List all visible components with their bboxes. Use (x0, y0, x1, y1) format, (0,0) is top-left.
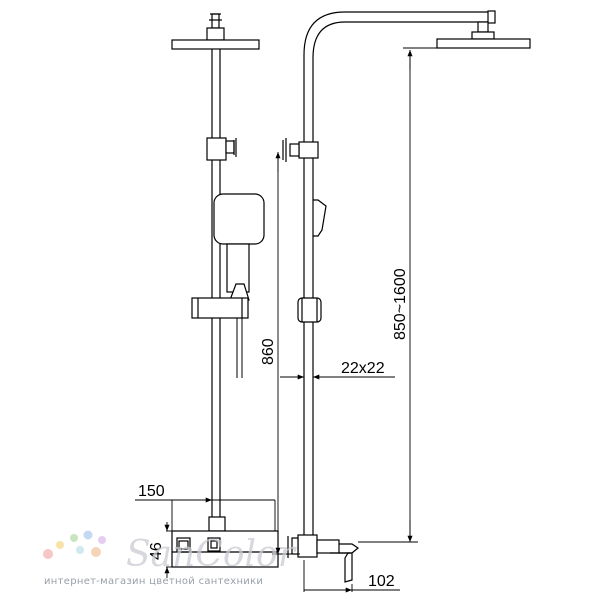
watermark-dot (83, 530, 93, 540)
dim-46-label: 46 (148, 542, 165, 560)
watermark-dot (76, 546, 84, 554)
dim-150-label: 150 (138, 483, 165, 500)
watermark-dot (43, 549, 53, 559)
front-rain-head (171, 13, 260, 50)
side-rain-head (436, 21, 531, 49)
front-hose (236, 318, 243, 378)
watermark-color-dots (43, 530, 106, 559)
side-view (282, 10, 531, 583)
dim-22x22-label: 22x22 (341, 360, 385, 377)
watermark-dot (98, 536, 106, 544)
watermark: SanColor интернет-магазин цветной сантех… (43, 530, 297, 587)
side-slide-holder (297, 297, 322, 323)
watermark-logo-text: SanColor (126, 534, 297, 575)
watermark-dot (70, 534, 78, 542)
front-wall-bracket (206, 137, 237, 161)
front-mixer (171, 516, 279, 568)
dim-850-1600-label: 850~1600 (392, 268, 409, 340)
side-hand-shower-holder (313, 199, 327, 237)
side-pipe-arm (303, 10, 496, 540)
dimension-lines (135, 47, 438, 593)
front-slide-holder (191, 283, 250, 319)
dim-860-label: 860 (260, 338, 277, 365)
watermark-dot (56, 541, 64, 549)
watermark-dot (91, 547, 101, 557)
dim-102-label: 102 (368, 573, 395, 590)
front-main-pipe (211, 49, 221, 520)
front-view (171, 13, 279, 568)
side-mixer (287, 534, 360, 583)
watermark-tagline: интернет-магазин цветной сантехники (44, 576, 263, 587)
front-hand-shower (213, 193, 265, 293)
side-wall-bracket (282, 138, 319, 162)
dimension-labels: 150 46 860 22x22 850~1600 102 (138, 268, 409, 590)
